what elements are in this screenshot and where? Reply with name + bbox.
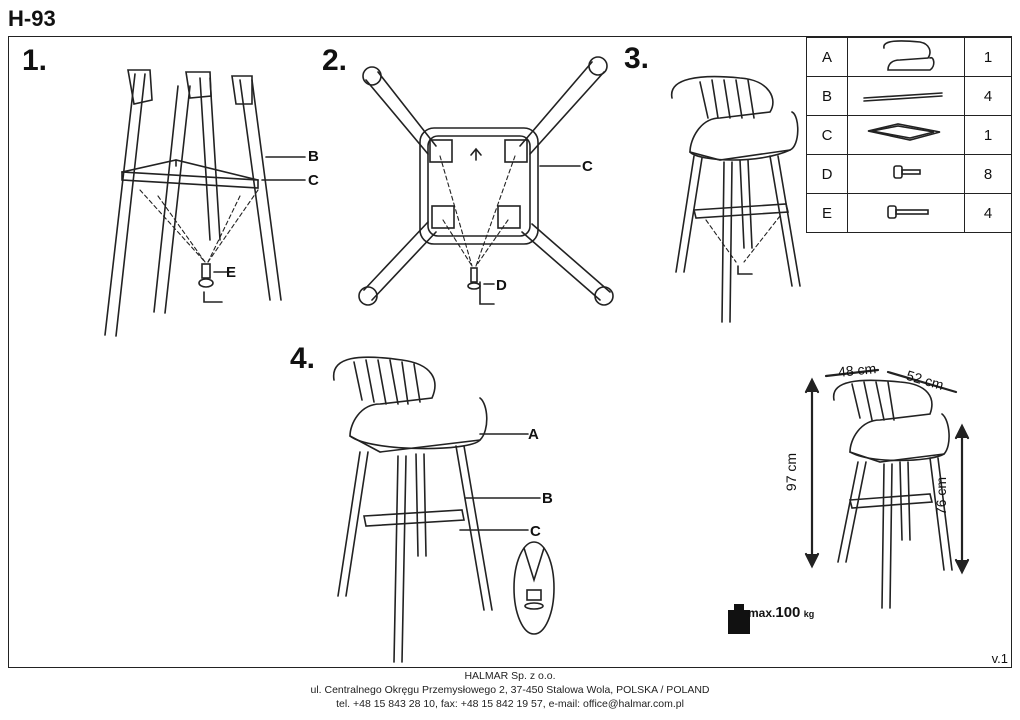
callout-step1-b: B	[308, 148, 319, 165]
dimension-height: 97 cm	[783, 452, 800, 492]
callout-step4-a: A	[528, 426, 539, 443]
callout-step4-b: B	[542, 490, 553, 507]
part-qty: 4	[964, 76, 1012, 116]
max-load-weight-icon	[728, 604, 750, 634]
step-2-number: 2.	[322, 44, 348, 77]
step-1-bolt-e	[198, 263, 231, 303]
part-qty: 1	[964, 115, 1012, 155]
callout-step1-c: C	[308, 172, 319, 189]
max-load: max.100 kg	[728, 604, 814, 621]
part-key: B	[806, 76, 848, 116]
seat-icon	[847, 37, 965, 77]
footrest-frame-icon	[847, 115, 965, 155]
instruction-frame	[8, 36, 1012, 668]
dimension-arrows	[804, 368, 970, 575]
long-bolt-icon	[847, 193, 965, 233]
leg-icon	[847, 76, 965, 116]
footer-company: HALMAR Sp. z o.o.	[464, 670, 556, 682]
step-3-number: 3.	[624, 42, 650, 75]
page-title: H-93	[8, 6, 56, 31]
version-label: v.1	[991, 651, 1008, 666]
step-1-number: 1.	[22, 44, 48, 77]
short-bolt-icon	[847, 154, 965, 194]
part-key: A	[806, 37, 848, 77]
part-key: C	[806, 115, 848, 155]
max-load-unit: kg	[803, 609, 815, 619]
callout-step1-e: E	[226, 264, 237, 281]
step-4-chair-drawing	[332, 356, 555, 663]
step-3-chair-drawing	[671, 75, 801, 323]
part-qty: 8	[964, 154, 1012, 194]
callout-step2-d: D	[496, 277, 507, 294]
part-qty: 4	[964, 193, 1012, 233]
step-2-underside-drawing	[358, 56, 614, 306]
callout-step2-c: C	[582, 158, 593, 175]
part-key: E	[806, 193, 848, 233]
footer-contact: tel. +48 15 843 28 10, fax: +48 15 842 1…	[336, 698, 684, 710]
max-load-prefix: max.	[748, 606, 776, 620]
footer-address: ul. Centralnego Okręgu Przemysłowego 2, …	[310, 684, 710, 696]
part-key: D	[806, 154, 848, 194]
step-1-leg-frame-drawing	[104, 69, 306, 337]
dimensions-chair-drawing	[832, 379, 953, 609]
step-4-number: 4.	[290, 342, 316, 375]
max-load-value: 100	[775, 604, 801, 621]
callout-step4-c: C	[530, 523, 541, 540]
dimension-seat-height: 76 cm	[933, 476, 950, 516]
part-qty: 1	[964, 37, 1012, 77]
